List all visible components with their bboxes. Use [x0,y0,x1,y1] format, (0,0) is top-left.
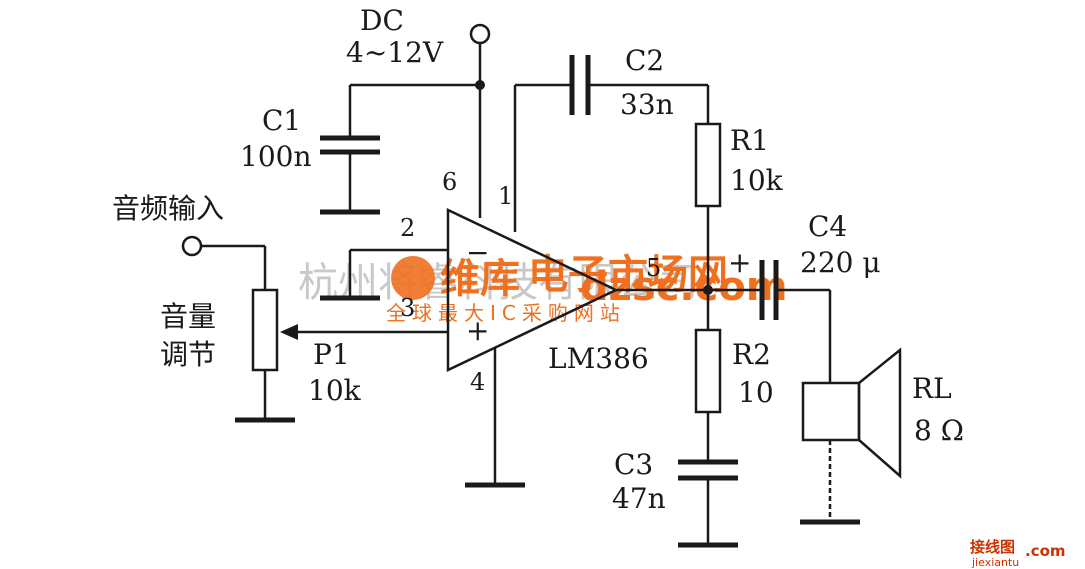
pin-5: 5 [646,254,661,282]
pin-6: 6 [442,168,457,196]
watermark-brand: 维库 [440,256,520,302]
corner-watermark-pinyin: jiexiantu [971,556,1019,569]
dc-label: DC [360,4,404,37]
volume-label-2: 调节 [160,338,216,371]
input-section: 音频输入 音量 调节 P1 10k [112,192,448,423]
watermark-domain: dzsc.com [580,264,788,310]
resistor-r2: R2 10 [694,290,774,462]
c1-value: 100n [240,140,311,173]
dc-terminal-icon [469,23,491,45]
ic-minus: − [466,236,489,269]
capacitor-c4: + C4 220 μ [728,210,881,320]
potentiometer-p1 [251,288,279,372]
c2-value: 33n [620,88,674,121]
wiper-arrow-icon [280,324,298,340]
c1-name: C1 [262,104,301,137]
capacitor-c3: C3 47n [612,448,738,548]
c4-polarity: + [728,246,751,279]
c2-name: C2 [625,44,664,77]
lm386-amplifier: − + LM386 6 1 2 3 4 5 [400,85,661,488]
pin-3: 3 [400,294,415,322]
r1-name: R1 [730,124,769,157]
watermark-tagline: 全球最大IC采购网站 [386,301,626,325]
corner-watermark-domain: .com [1025,542,1066,560]
corner-watermark-cn: 接线图 [970,538,1015,556]
watermark: 杭州将睿科技有限公司 维库 电子市场网 dzsc.com 全球最大IC采购网站 [298,252,788,325]
ic-name: LM386 [548,342,649,375]
capacitor-c1: C1 100n [240,83,480,215]
c3-value: 47n [612,482,666,515]
r2-name: R2 [732,338,771,371]
dc-voltage: 4~12V [346,36,444,69]
pin-1: 1 [498,182,513,210]
input-label: 音频输入 [112,192,224,225]
r1-value: 10k [730,164,784,197]
pin2-ground [320,248,448,301]
corner-watermark: 接线图 .com jiexiantu [970,538,1066,569]
capacitor-c2: C2 33n [515,44,708,121]
resistor-r1: R1 10k [694,85,784,290]
dc-supply: DC 4~12V [346,4,491,218]
speaker-rl: RL 8 Ω [800,290,964,525]
pin-4: 4 [470,368,485,396]
input-terminal-icon [181,235,203,257]
pin-2: 2 [400,214,415,242]
watermark-logo-icon [391,256,435,300]
p1-value: 10k [308,374,362,407]
r2-value: 10 [738,376,774,409]
c3-name: C3 [614,448,653,481]
ic-plus: + [466,314,489,347]
c4-name: C4 [808,210,847,243]
volume-label-1: 音量 [160,300,216,333]
speaker-icon [801,381,861,442]
c4-value: 220 μ [800,246,881,279]
p1-name: P1 [313,338,350,371]
rl-name: RL [912,372,952,405]
rl-value: 8 Ω [914,414,964,447]
